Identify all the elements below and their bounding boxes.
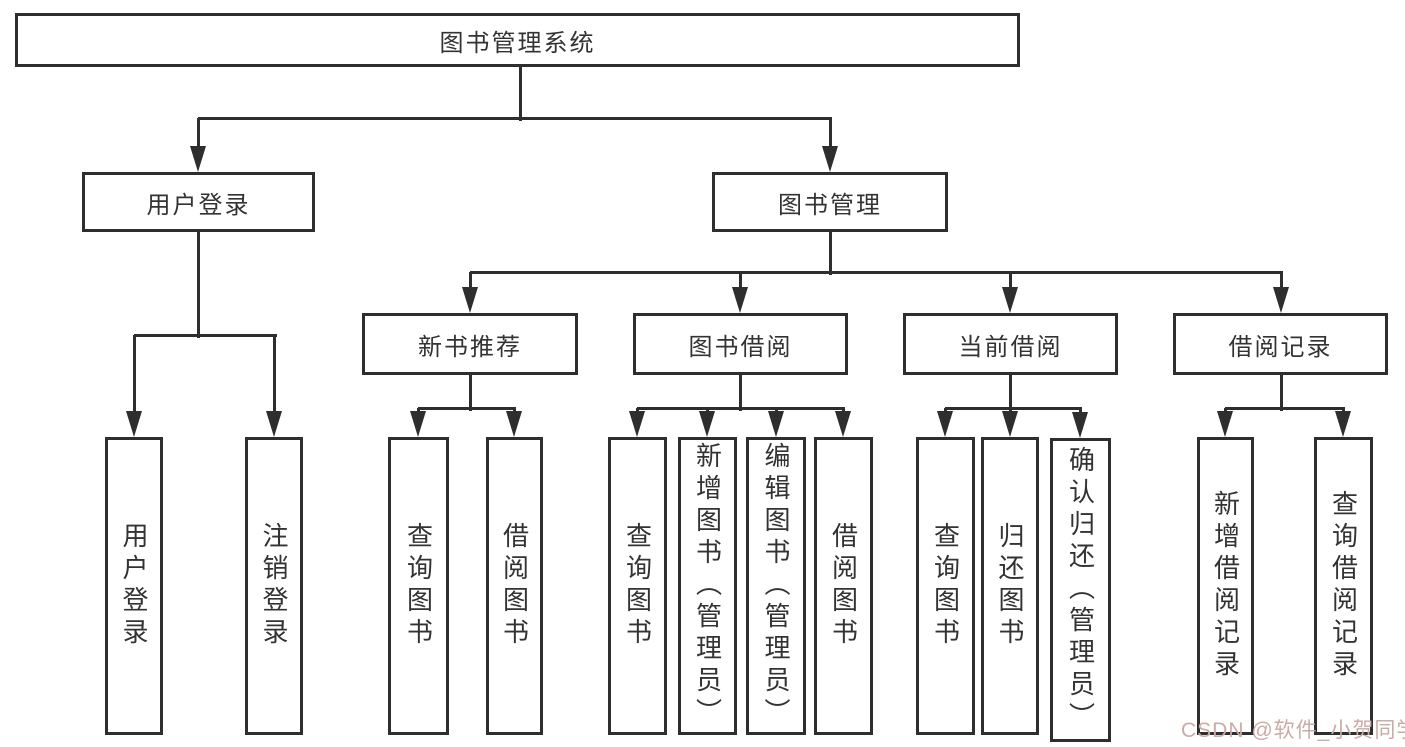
connector-line xyxy=(273,335,276,417)
connector-line xyxy=(1280,272,1283,293)
connector-line xyxy=(198,117,832,120)
arrowhead-icon xyxy=(732,287,748,313)
node-library-system: 图书管理系统 xyxy=(15,13,1020,67)
leaf-logout: 注销登录 xyxy=(245,437,303,735)
leaf-query-books-borrowing: 查询图书 xyxy=(608,437,667,735)
arrowhead-icon xyxy=(822,146,838,172)
leaf-query-books-current: 查询图书 xyxy=(916,437,975,735)
arrowhead-icon xyxy=(190,146,206,172)
connector-line xyxy=(1009,272,1012,293)
connector-line xyxy=(197,118,200,152)
connector-line xyxy=(418,407,516,410)
watermark: CSDN @软件_小贺同学 xyxy=(1181,719,1405,742)
connector-line xyxy=(739,375,742,411)
connector-line xyxy=(134,334,277,337)
arrowhead-icon xyxy=(1273,287,1289,313)
leaf-return-books: 归还图书 xyxy=(981,437,1039,735)
connector-line xyxy=(470,271,1283,274)
leaf-user-login: 用户登录 xyxy=(105,437,163,735)
leaf-borrow-books-recommend: 借阅图书 xyxy=(486,437,543,735)
arrowhead-icon xyxy=(1002,287,1018,313)
leaf-add-books-admin: 新增图书（管理员） xyxy=(678,437,737,735)
leaf-borrow-books: 借阅图书 xyxy=(814,437,873,735)
leaf-edit-books-admin: 编辑图书（管理员） xyxy=(746,437,806,735)
connector-line xyxy=(739,272,742,293)
connector-line xyxy=(469,272,472,293)
connector-line xyxy=(133,335,136,417)
arrowhead-icon xyxy=(1335,411,1351,437)
leaf-confirm-return-admin: 确认归还（管理员） xyxy=(1050,438,1111,742)
connector-line xyxy=(469,375,472,411)
node-book-borrowing: 图书借阅 xyxy=(633,313,848,375)
arrowhead-icon xyxy=(699,411,715,437)
leaf-add-borrow-record: 新增借阅记录 xyxy=(1197,437,1254,735)
arrowhead-icon xyxy=(768,411,784,437)
connector-line xyxy=(1280,375,1283,411)
arrowhead-icon xyxy=(1217,411,1233,437)
connector-line xyxy=(1009,375,1012,411)
connector-line xyxy=(637,407,845,410)
leaf-query-books-recommend: 查询图书 xyxy=(388,437,449,735)
arrowhead-icon xyxy=(835,411,851,437)
leaf-query-borrow-record: 查询借阅记录 xyxy=(1314,437,1373,735)
connector-line xyxy=(519,67,522,121)
node-borrowing-records: 借阅记录 xyxy=(1173,313,1388,375)
arrowhead-icon xyxy=(126,411,142,437)
arrowhead-icon xyxy=(937,411,953,437)
arrowhead-icon xyxy=(1002,411,1018,437)
arrowhead-icon xyxy=(506,411,522,437)
connector-line xyxy=(945,407,1082,410)
arrowhead-icon xyxy=(1072,412,1088,438)
connector-line xyxy=(1225,407,1345,410)
connector-line xyxy=(829,118,832,152)
arrowhead-icon xyxy=(266,411,282,437)
connector-line xyxy=(197,232,200,338)
arrowhead-icon xyxy=(462,287,478,313)
node-user-login: 用户登录 xyxy=(82,172,315,232)
arrowhead-icon xyxy=(410,411,426,437)
connector-line xyxy=(829,232,832,275)
node-current-borrowing: 当前借阅 xyxy=(903,313,1118,375)
node-book-management: 图书管理 xyxy=(712,172,948,232)
node-new-book-recommendation: 新书推荐 xyxy=(362,313,578,375)
arrowhead-icon xyxy=(629,411,645,437)
